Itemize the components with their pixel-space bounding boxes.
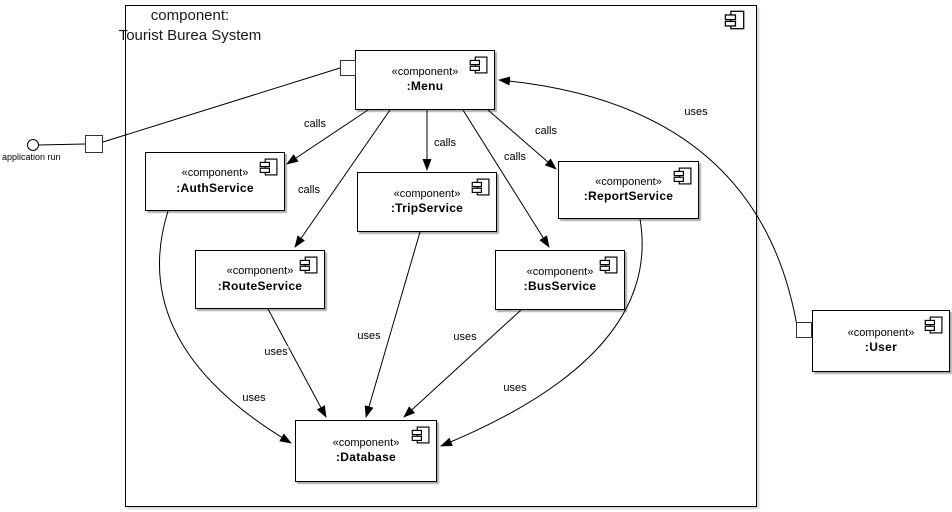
port-interface-socket xyxy=(85,135,103,153)
edge-label-menu-to-tripservice: calls xyxy=(432,136,458,150)
component-database[interactable]: «component»:Database xyxy=(295,420,437,482)
boundary-title-line1: component: xyxy=(150,7,230,24)
edge-label-user-to-menu: uses xyxy=(683,105,709,119)
edge-label-menu-to-reportservice: calls xyxy=(533,124,559,138)
component-name: :User xyxy=(864,340,898,355)
component-name: :ReportService xyxy=(583,189,674,204)
component-icon xyxy=(259,157,279,182)
component-name: :AuthService xyxy=(176,180,254,195)
component-auth-service[interactable]: «component»:AuthService xyxy=(145,152,285,211)
component-name: :Menu xyxy=(406,79,444,94)
component-stereotype: «component» xyxy=(391,65,459,78)
edge-label-menu-to-authservice: calls xyxy=(302,117,328,131)
component-user[interactable]: «component»:User xyxy=(812,310,950,372)
component-name: :TripService xyxy=(390,201,464,216)
edge-label-authservice-to-database: uses xyxy=(241,391,267,405)
edge-label-routeservice-to-database: uses xyxy=(263,345,289,359)
component-bus-service[interactable]: «component»:BusService xyxy=(495,250,625,310)
system-boundary-title: component: Tourist Burea System xyxy=(75,6,305,46)
edge-interface-link[interactable] xyxy=(38,143,86,146)
component-icon xyxy=(724,9,746,36)
component-stereotype: «component» xyxy=(332,436,400,449)
component-icon xyxy=(599,255,619,280)
component-menu[interactable]: «component»:Menu xyxy=(355,50,495,110)
component-stereotype: «component» xyxy=(181,167,249,180)
edge-label-reportservice-to-database: uses xyxy=(502,381,528,395)
component-name: :RouteService xyxy=(217,278,303,293)
provided-interface-label: application run xyxy=(2,152,61,162)
edge-label-busservice-to-database: uses xyxy=(452,330,478,344)
component-name: :Database xyxy=(335,450,397,465)
component-icon xyxy=(673,166,693,191)
component-icon xyxy=(299,255,319,280)
component-trip-service[interactable]: «component»:TripService xyxy=(357,172,497,232)
component-stereotype: «component» xyxy=(226,265,294,278)
component-stereotype: «component» xyxy=(393,187,461,200)
component-icon xyxy=(411,425,431,450)
edge-label-menu-to-routeservice: calls xyxy=(296,183,322,197)
component-name: :BusService xyxy=(523,279,597,294)
component-route-service[interactable]: «component»:RouteService xyxy=(195,250,325,309)
component-icon xyxy=(924,315,944,340)
provided-interface-circle xyxy=(27,139,39,151)
component-icon xyxy=(471,177,491,202)
edge-label-menu-to-busservice: calls xyxy=(502,150,528,164)
port-menu-port xyxy=(340,60,356,76)
component-stereotype: «component» xyxy=(526,265,594,278)
port-user-port xyxy=(796,322,812,338)
component-report-service[interactable]: «component»:ReportService xyxy=(558,161,699,219)
boundary-title-line2: Tourist Burea System xyxy=(118,26,262,44)
edge-label-tripservice-to-database: uses xyxy=(356,329,382,343)
component-stereotype: «component» xyxy=(847,326,915,339)
component-icon xyxy=(469,55,489,80)
component-stereotype: «component» xyxy=(595,175,662,188)
system-boundary-box[interactable] xyxy=(125,5,757,507)
